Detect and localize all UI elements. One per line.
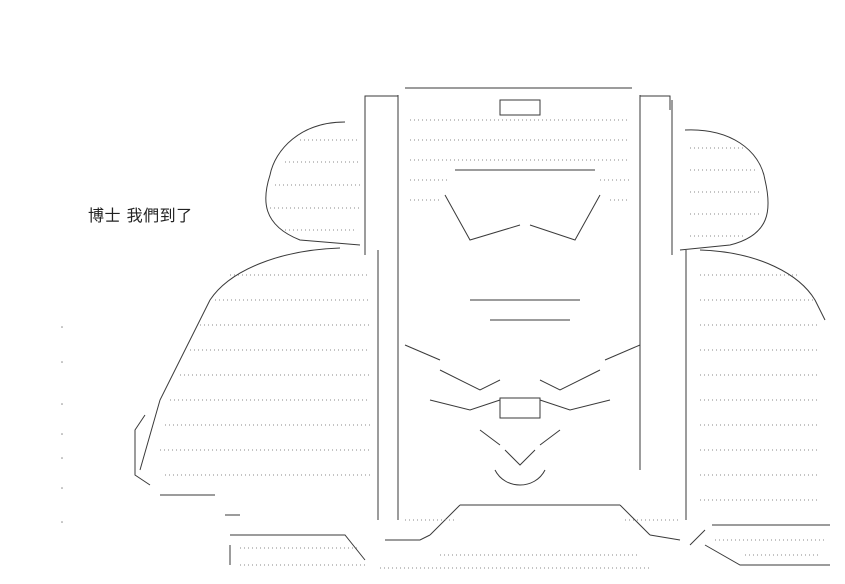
left-arm [134, 414, 366, 566]
margin-dots [61, 326, 63, 523]
lower-body [377, 470, 681, 569]
right-hair-bun [679, 129, 769, 251]
face-features [410, 99, 630, 321]
chest-ornament [404, 344, 641, 486]
dialogue-caption: 博士 我們到了 [88, 206, 193, 225]
body-outline [139, 247, 826, 520]
head-outline [364, 87, 673, 470]
right-hand [689, 524, 830, 566]
left-hair-bun [265, 121, 361, 246]
